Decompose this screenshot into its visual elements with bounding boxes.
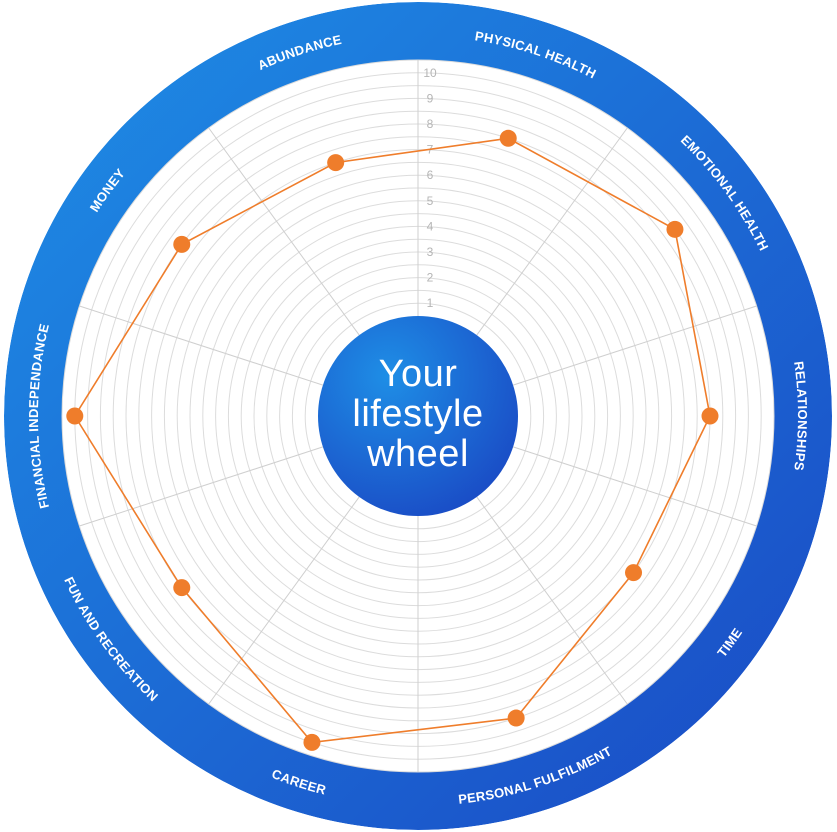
spoke — [79, 305, 324, 386]
scale-tick-label: 9 — [427, 91, 434, 105]
data-point — [66, 407, 84, 425]
scale-tick-label: 4 — [427, 219, 434, 233]
spokes — [79, 60, 757, 772]
series-layer — [66, 129, 719, 751]
scale-tick-label: 2 — [427, 271, 434, 285]
data-point — [666, 220, 684, 238]
data-point — [625, 564, 643, 582]
spoke — [512, 305, 757, 386]
spoke — [476, 496, 628, 705]
data-point — [327, 154, 345, 172]
scale-tick-label: 1 — [427, 296, 434, 310]
data-point — [499, 129, 517, 147]
spoke — [512, 446, 757, 527]
data-point — [507, 709, 525, 727]
spoke — [208, 127, 360, 336]
scale-tick-label: 6 — [427, 168, 434, 182]
scale-tick-label: 8 — [427, 117, 434, 131]
data-point — [303, 733, 321, 751]
data-point — [173, 235, 191, 253]
center-hub — [318, 316, 518, 516]
scale-tick-label: 10 — [423, 66, 437, 80]
scale-tick-label: 3 — [427, 245, 434, 259]
spoke — [208, 496, 360, 705]
spoke — [476, 127, 628, 336]
data-point — [173, 579, 191, 597]
spoke — [79, 446, 324, 527]
scale-tick-label: 5 — [427, 194, 434, 208]
data-point — [701, 407, 719, 425]
